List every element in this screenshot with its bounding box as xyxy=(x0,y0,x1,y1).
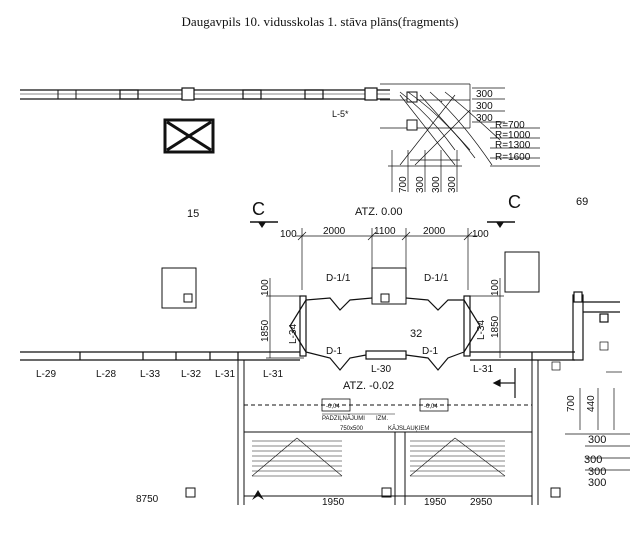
room-32: 32 xyxy=(410,328,422,340)
radius-1000: R=1000 xyxy=(495,130,531,141)
lintel-l29: L-29 xyxy=(36,369,56,380)
door-d11-left: D-1/1 xyxy=(326,273,351,284)
lintel-l30: L-30 xyxy=(371,364,391,375)
column-right xyxy=(504,251,540,293)
lintel-l28: L-28 xyxy=(96,369,116,380)
lintel-l5: L-5* xyxy=(332,109,349,119)
section-left-label: C xyxy=(252,199,265,219)
room-69: 69 xyxy=(576,196,588,208)
vdim-left-100: 100 xyxy=(260,279,271,296)
vdim-left-1850: 1850 xyxy=(260,319,271,342)
small-square xyxy=(183,293,193,303)
dim-300-a: 300 xyxy=(476,89,493,100)
dim-8750: 8750 xyxy=(136,494,159,505)
vestibule-walls xyxy=(289,295,481,371)
dim-300-c: 300 xyxy=(476,113,493,124)
arrow-up-icon xyxy=(252,490,264,500)
small-square xyxy=(550,487,561,498)
dim-br-300-b: 300 xyxy=(584,454,602,466)
top-dimension-line xyxy=(295,228,478,290)
radius-700: R=700 xyxy=(495,120,525,131)
vdim-300-c: 300 xyxy=(447,176,458,193)
mat-tag-right-value: -0,04 xyxy=(424,404,438,410)
door-d11-right: D-1/1 xyxy=(424,273,449,284)
lintel-l34-right: L-34 xyxy=(476,320,487,340)
lintel-l31-b: L-31 xyxy=(263,369,283,380)
door-d1-right: D-1 xyxy=(422,346,439,357)
section-right-label: C xyxy=(508,192,521,212)
dim-bottom-1950: 1950 xyxy=(322,497,345,508)
small-square xyxy=(380,293,390,303)
vdim-br-440: 440 xyxy=(586,395,597,412)
mat-tag-left xyxy=(321,398,351,412)
lintel-l31-right: L-31 xyxy=(473,364,493,375)
dim-top-2000-right: 2000 xyxy=(423,226,446,237)
main-wall xyxy=(20,291,620,361)
bottom-right-dims xyxy=(551,341,630,471)
door-d1-left: D-1 xyxy=(326,346,343,357)
top-wall xyxy=(20,87,390,101)
column-center xyxy=(371,267,407,305)
vdim-br-700: 700 xyxy=(566,395,577,412)
room-15: 15 xyxy=(187,208,199,220)
mat-label-right: IZM. xyxy=(376,416,388,422)
level-top: ATZ. 0.00 xyxy=(355,206,402,218)
section-mark-right: C xyxy=(487,192,521,228)
dim-br-300-c: 300 xyxy=(588,466,606,478)
mat-size: 750x500 xyxy=(340,426,364,432)
radius-1600: R=1600 xyxy=(495,152,531,163)
dim-top-2000-left: 2000 xyxy=(323,226,346,237)
right-vertical-dim xyxy=(468,278,504,358)
vdim-300-a: 300 xyxy=(415,176,426,193)
stair-right xyxy=(409,437,506,477)
vdim-700: 700 xyxy=(398,176,409,193)
section-arrow xyxy=(492,368,516,398)
dim-bottom-2950: 2950 xyxy=(470,497,493,508)
lower-walls xyxy=(237,360,539,505)
dim-bottom-1950-b: 1950 xyxy=(424,497,447,508)
dim-300-b: 300 xyxy=(476,101,493,112)
top-window-band xyxy=(380,83,540,192)
radius-1300: R=1300 xyxy=(495,140,531,151)
dim-top-100-left: 100 xyxy=(280,229,297,240)
left-vertical-dim xyxy=(266,278,304,359)
lintel-l33: L-33 xyxy=(140,369,160,380)
mat-label-left: PADZIĻNĀJUMI xyxy=(322,415,365,422)
mat-tag-right xyxy=(419,398,449,412)
dim-top-100-right: 100 xyxy=(472,229,489,240)
boxed-x-icon xyxy=(163,118,215,154)
section-mark-left: C xyxy=(250,199,278,228)
dim-br-300-a: 300 xyxy=(588,434,606,446)
column-left xyxy=(161,267,197,309)
dim-top-1100: 1100 xyxy=(374,226,396,237)
dot: · xyxy=(440,96,443,107)
mat-tag-left-value: -0,04 xyxy=(326,404,340,410)
stair-left xyxy=(251,437,343,477)
lintel-l32: L-32 xyxy=(181,369,201,380)
lintel-l34-left: L-34 xyxy=(288,324,299,344)
drawing-title: Daugavpils 10. vidusskolas 1. stāva plān… xyxy=(181,14,459,29)
level-bottom: ATZ. -0.02 xyxy=(343,380,394,392)
vdim-300-b: 300 xyxy=(431,176,442,193)
vdim-right-1850: 1850 xyxy=(490,315,501,338)
small-square xyxy=(185,487,196,498)
mat-size-label: KĀJSLAUĶIEM xyxy=(388,425,429,432)
small-square xyxy=(381,487,392,498)
dim-br-300-d: 300 xyxy=(588,477,606,489)
vdim-right-100: 100 xyxy=(490,279,501,296)
lintel-l31-a: L-31 xyxy=(215,369,235,380)
